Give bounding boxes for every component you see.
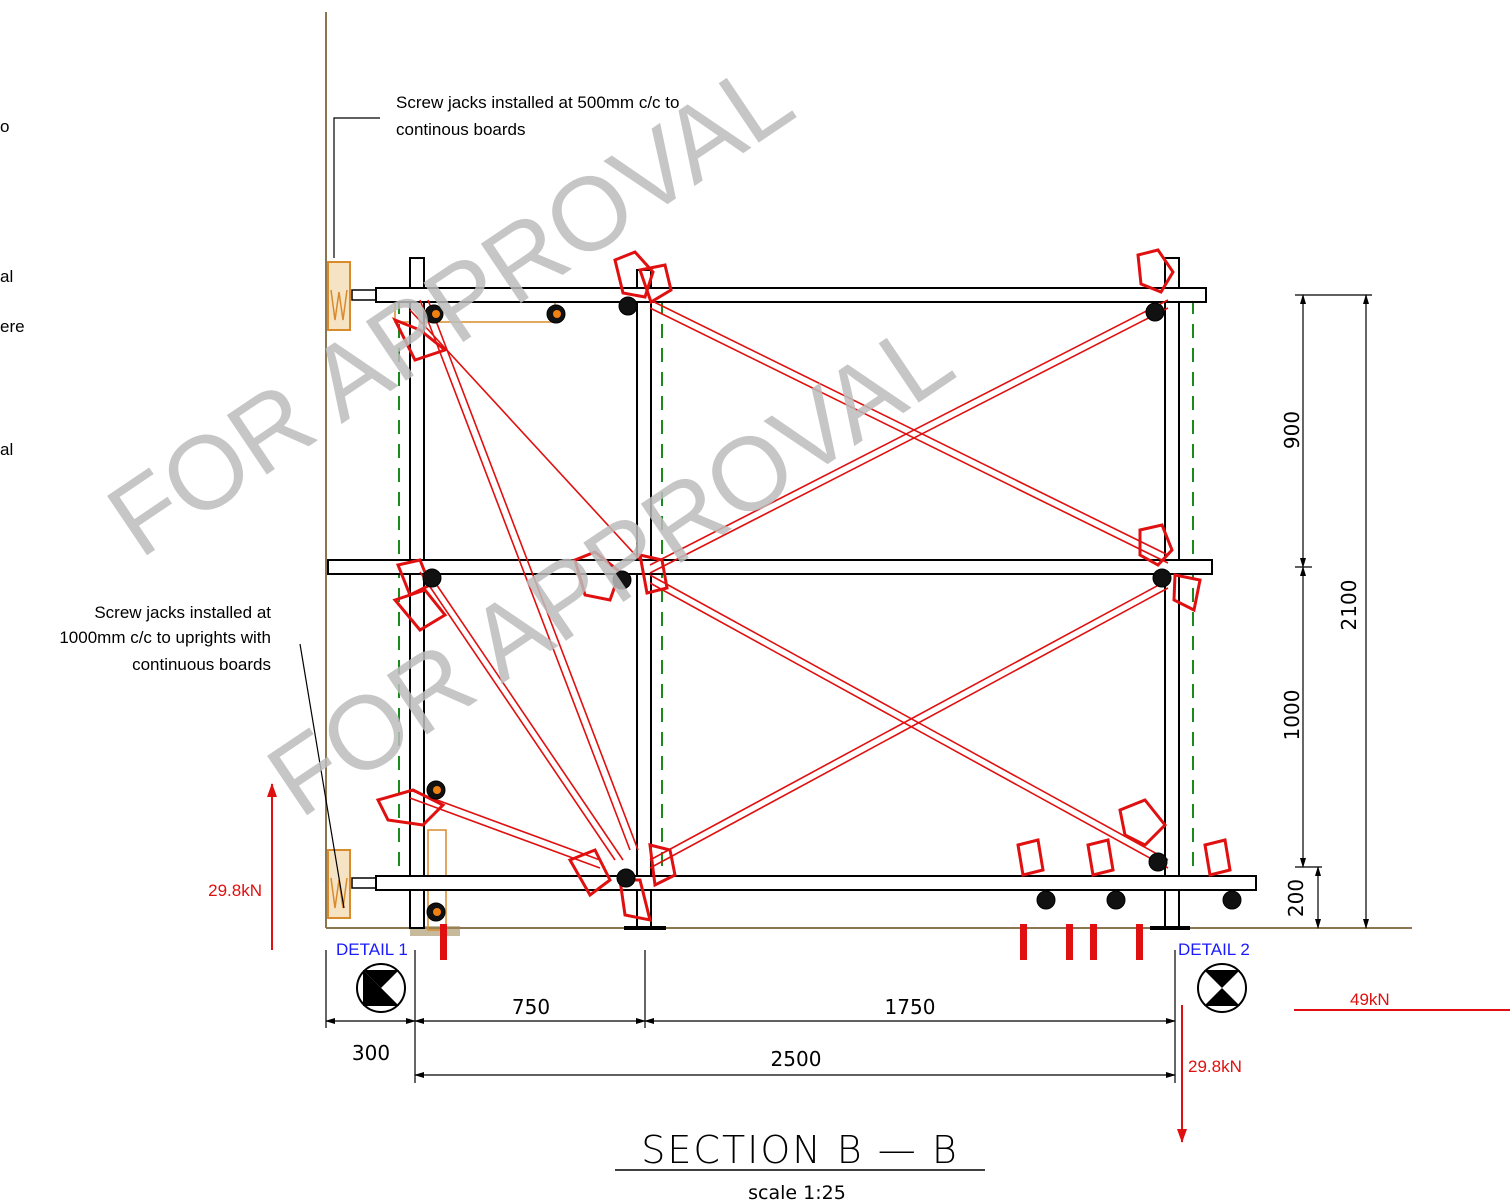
annotations: Screw jacks installed at 500mm c/c to co… bbox=[0, 93, 679, 674]
load-right-vertical-value: 29.8kN bbox=[1188, 1057, 1242, 1076]
vertical-dimensions bbox=[1295, 294, 1372, 929]
section-scale: scale 1:25 bbox=[748, 1182, 846, 1203]
detail-1-label: DETAIL 1 bbox=[336, 940, 408, 959]
ledger-middle bbox=[327, 559, 1213, 575]
bottom-jack-thread bbox=[351, 877, 377, 889]
detail-markers: DETAIL 1 DETAIL 2 bbox=[336, 940, 1250, 1013]
section-title: SECTION B — B bbox=[641, 1128, 958, 1172]
cut-text-2: al bbox=[0, 267, 13, 286]
cut-text-4: al bbox=[0, 440, 13, 459]
upright-right bbox=[1164, 257, 1180, 929]
dim-1000: 1000 bbox=[1280, 690, 1304, 741]
detail-2-symbol bbox=[1197, 963, 1247, 1013]
annotation-mid-line1: Screw jacks installed at bbox=[94, 603, 271, 622]
leader-mid bbox=[299, 643, 345, 909]
dim-750: 750 bbox=[512, 995, 550, 1019]
scaffold-frame bbox=[327, 257, 1257, 930]
load-right-horizontal-value: 49kN bbox=[1350, 990, 1390, 1009]
ledger-top bbox=[375, 287, 1207, 303]
couplers bbox=[375, 248, 1242, 922]
dim-900: 900 bbox=[1280, 411, 1304, 449]
detail-1-symbol bbox=[356, 963, 406, 1013]
dim-200: 200 bbox=[1284, 879, 1308, 917]
annotation-top-line2: continous boards bbox=[396, 120, 525, 139]
coupler-bolts bbox=[432, 310, 561, 916]
cut-text-3: ere bbox=[0, 317, 25, 336]
cut-text-1: o bbox=[0, 117, 9, 136]
base-pins bbox=[440, 924, 1143, 960]
dim-300: 300 bbox=[352, 1041, 390, 1065]
vertical-dimension-labels: 900 1000 200 2100 bbox=[1280, 411, 1361, 917]
dim-2500: 2500 bbox=[771, 1047, 822, 1071]
wall-and-ground bbox=[325, 12, 1412, 936]
horizontal-dimensions bbox=[325, 950, 1176, 1083]
annotation-mid-line3: continuous boards bbox=[132, 655, 271, 674]
section-title-block: SECTION B — B scale 1:25 bbox=[615, 1128, 985, 1203]
annotation-top-line1: Screw jacks installed at 500mm c/c to bbox=[396, 93, 679, 112]
load-left-value: 29.8kN bbox=[208, 881, 262, 900]
dim-1750: 1750 bbox=[885, 995, 936, 1019]
leader-lines bbox=[299, 117, 380, 909]
ground-pad-left bbox=[410, 926, 460, 936]
dim-2100: 2100 bbox=[1337, 580, 1361, 631]
watermarks: FOR APPROVAL FOR APPROVAL bbox=[88, 38, 972, 839]
diagonal-bracing bbox=[409, 299, 1169, 869]
ledger-bottom bbox=[375, 875, 1257, 891]
leader-top bbox=[333, 117, 380, 258]
annotation-mid-line2: 1000mm c/c to uprights with bbox=[59, 628, 271, 647]
detail-2-label: DETAIL 2 bbox=[1178, 940, 1250, 959]
horizontal-dimension-labels: 300 750 1750 2500 bbox=[352, 995, 936, 1071]
loads: 29.8kN 29.8kN 49kN bbox=[208, 783, 1510, 1143]
